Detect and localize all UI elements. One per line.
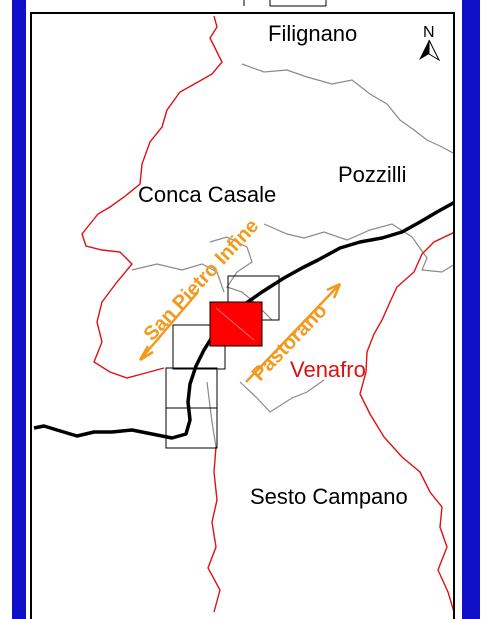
boundary-line bbox=[241, 63, 453, 154]
north-arrow-right-half bbox=[428, 39, 441, 62]
frame-right-bar bbox=[462, 0, 480, 619]
highlighted-tile-diagonal bbox=[215, 307, 255, 341]
grid-tile[interactable] bbox=[165, 407, 218, 449]
frame-left-bar bbox=[12, 0, 26, 619]
map-panel[interactable]: Filignano Pozzilli Conca Casale Venafro … bbox=[30, 12, 455, 619]
north-label: N bbox=[423, 24, 435, 41]
pastorano-arrow bbox=[245, 283, 341, 383]
route-arrows bbox=[138, 282, 342, 383]
boundary-line bbox=[263, 223, 453, 273]
boundary-line bbox=[206, 381, 217, 448]
highlighted-tile[interactable] bbox=[209, 301, 263, 347]
railway-line bbox=[33, 201, 453, 440]
label-sesto-campano: Sesto Campano bbox=[250, 484, 408, 509]
boundary-line bbox=[359, 232, 453, 612]
label-pozzilli: Pozzilli bbox=[338, 162, 406, 187]
label-venafro: Venafro bbox=[290, 357, 366, 382]
label-conca-casale: Conca Casale bbox=[138, 182, 276, 207]
label-filignano: Filignano bbox=[268, 21, 357, 46]
map-canvas[interactable]: Filignano Pozzilli Conca Casale Venafro … bbox=[32, 14, 455, 619]
boundary-line bbox=[239, 379, 325, 413]
grid-tile[interactable] bbox=[172, 324, 226, 370]
grid-tiles bbox=[165, 275, 280, 449]
boundary-line bbox=[81, 15, 223, 379]
top-header-strip bbox=[243, 0, 327, 7]
north-arrow-left-half bbox=[419, 40, 429, 60]
san-pietro-arrowhead bbox=[138, 345, 154, 362]
boundary-line bbox=[207, 446, 221, 613]
boundary-line bbox=[131, 263, 225, 293]
regional-boundaries bbox=[81, 15, 453, 613]
pastorano-arrowhead bbox=[326, 282, 342, 299]
municipal-boundaries bbox=[131, 63, 453, 448]
north-arrow-icon: N bbox=[419, 24, 441, 62]
san-pietro-arrow bbox=[139, 291, 199, 361]
